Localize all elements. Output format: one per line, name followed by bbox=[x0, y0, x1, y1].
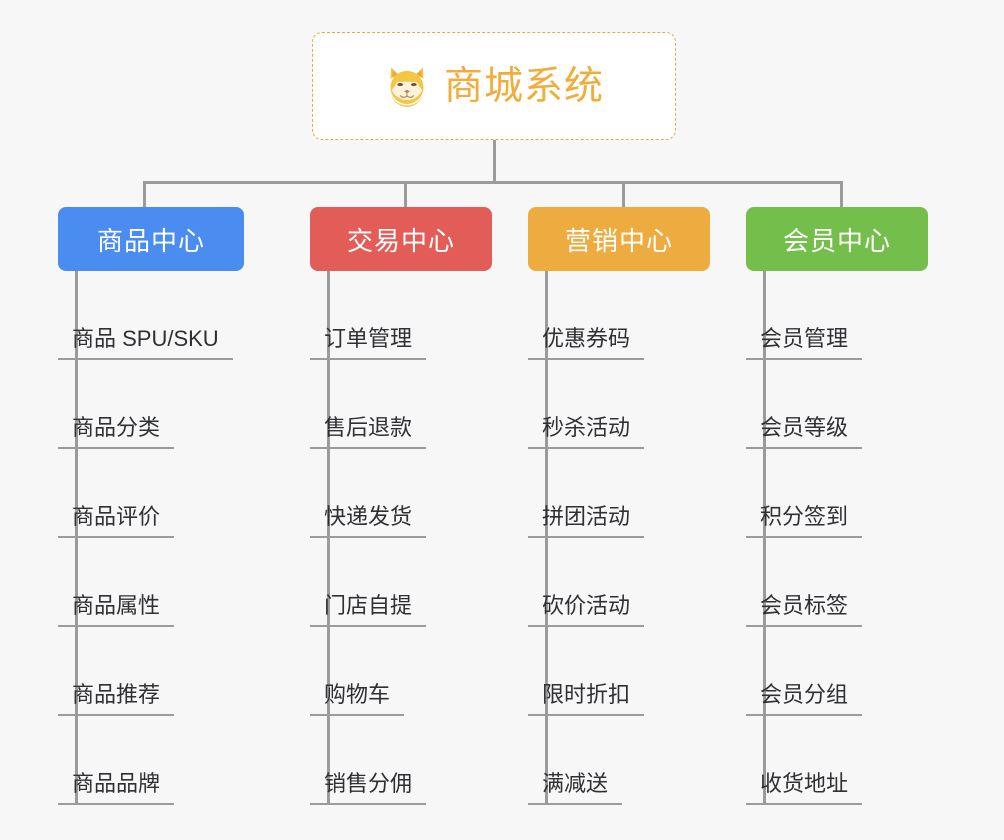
leaf-item-label: 会员管理 bbox=[746, 326, 863, 360]
leaf-item[interactable]: 收货地址 bbox=[746, 716, 928, 805]
category-column-3: 营销中心优惠券码秒杀活动拼团活动砍价活动限时折扣满减送 bbox=[528, 207, 710, 805]
leaf-item-label: 商品 SPU/SKU bbox=[58, 326, 233, 360]
leaf-item[interactable]: 商品属性 bbox=[58, 538, 244, 627]
leaf-item[interactable]: 售后退款 bbox=[310, 360, 492, 449]
leaf-item[interactable]: 商品推荐 bbox=[58, 627, 244, 716]
leaf-item[interactable]: 门店自提 bbox=[310, 538, 492, 627]
leaf-list-4: 会员管理会员等级积分签到会员标签会员分组收货地址 bbox=[746, 271, 928, 805]
leaf-item[interactable]: 商品评价 bbox=[58, 449, 244, 538]
connector-drop-4 bbox=[840, 181, 843, 208]
category-column-1: 商品中心商品 SPU/SKU 商品分类商品评价商品属性商品推荐商品品牌 bbox=[58, 207, 244, 805]
leaf-item-label: 秒杀活动 bbox=[528, 415, 645, 449]
leaf-item-label: 商品品牌 bbox=[58, 771, 175, 805]
leaf-item-label: 满减送 bbox=[528, 771, 623, 805]
leaf-item[interactable]: 砍价活动 bbox=[528, 538, 710, 627]
leaf-item[interactable]: 快递发货 bbox=[310, 449, 492, 538]
leaf-list-3: 优惠券码秒杀活动拼团活动砍价活动限时折扣满减送 bbox=[528, 271, 710, 805]
leaf-item[interactable]: 会员标签 bbox=[746, 538, 928, 627]
leaf-item-label: 会员标签 bbox=[746, 593, 863, 627]
leaf-item-label: 商品推荐 bbox=[58, 682, 175, 716]
leaf-item-label: 收货地址 bbox=[746, 771, 863, 805]
category-trunk-2 bbox=[327, 271, 330, 805]
category-trunk-3 bbox=[545, 271, 548, 805]
leaf-item-label: 销售分佣 bbox=[310, 771, 427, 805]
connector-drop-2 bbox=[404, 181, 407, 208]
category-header-3[interactable]: 营销中心 bbox=[528, 207, 710, 271]
root-title: 商城系统 bbox=[443, 64, 604, 108]
leaf-item-label: 购物车 bbox=[310, 682, 405, 716]
leaf-item-label: 商品评价 bbox=[58, 504, 175, 538]
leaf-item[interactable]: 商品品牌 bbox=[58, 716, 244, 805]
category-header-label: 营销中心 bbox=[564, 225, 673, 256]
root-node-mall-system[interactable]: 商城系统 bbox=[312, 32, 676, 140]
leaf-item[interactable]: 会员管理 bbox=[746, 271, 928, 360]
leaf-item[interactable]: 拼团活动 bbox=[528, 449, 710, 538]
category-column-4: 会员中心会员管理会员等级积分签到会员标签会员分组收货地址 bbox=[746, 207, 928, 805]
connector-drop-1 bbox=[143, 181, 146, 208]
leaf-item[interactable]: 订单管理 bbox=[310, 271, 492, 360]
leaf-item-label: 砍价活动 bbox=[528, 593, 645, 627]
category-header-2[interactable]: 交易中心 bbox=[310, 207, 492, 271]
leaf-item-label: 会员等级 bbox=[746, 415, 863, 449]
leaf-item[interactable]: 秒杀活动 bbox=[528, 360, 710, 449]
leaf-item[interactable]: 优惠券码 bbox=[528, 271, 710, 360]
category-header-label: 交易中心 bbox=[346, 225, 455, 256]
leaf-item-label: 订单管理 bbox=[310, 326, 427, 360]
leaf-list-1: 商品 SPU/SKU 商品分类商品评价商品属性商品推荐商品品牌 bbox=[58, 271, 244, 805]
shiba-inu-dog-face-icon bbox=[390, 67, 424, 107]
leaf-item[interactable]: 限时折扣 bbox=[528, 627, 710, 716]
leaf-item-label: 商品分类 bbox=[58, 415, 175, 449]
leaf-item-label: 优惠券码 bbox=[528, 326, 645, 360]
category-header-4[interactable]: 会员中心 bbox=[746, 207, 928, 271]
leaf-item[interactable]: 会员分组 bbox=[746, 627, 928, 716]
category-trunk-4 bbox=[763, 271, 766, 805]
leaf-item-label: 商品属性 bbox=[58, 593, 175, 627]
category-column-2: 交易中心订单管理售后退款快递发货门店自提购物车销售分佣 bbox=[310, 207, 492, 805]
leaf-item-label: 拼团活动 bbox=[528, 504, 645, 538]
leaf-item[interactable]: 购物车 bbox=[310, 627, 492, 716]
category-header-label: 商品中心 bbox=[96, 225, 205, 256]
leaf-item[interactable]: 满减送 bbox=[528, 716, 710, 805]
leaf-item-label: 积分签到 bbox=[746, 504, 863, 538]
leaf-item-label: 快递发货 bbox=[310, 504, 427, 538]
leaf-item[interactable]: 积分签到 bbox=[746, 449, 928, 538]
leaf-item[interactable]: 会员等级 bbox=[746, 360, 928, 449]
leaf-item-label: 门店自提 bbox=[310, 593, 427, 627]
connector-horizontal-bus bbox=[143, 181, 843, 184]
category-trunk-1 bbox=[75, 271, 78, 805]
leaf-item[interactable]: 商品 SPU/SKU bbox=[58, 271, 244, 360]
category-header-label: 会员中心 bbox=[782, 225, 891, 256]
connector-root-stem bbox=[493, 140, 496, 183]
leaf-item-label: 会员分组 bbox=[746, 682, 863, 716]
leaf-item-label: 限时折扣 bbox=[528, 682, 645, 716]
connector-drop-3 bbox=[622, 181, 625, 208]
leaf-item[interactable]: 商品分类 bbox=[58, 360, 244, 449]
leaf-item-label: 售后退款 bbox=[310, 415, 427, 449]
leaf-item[interactable]: 销售分佣 bbox=[310, 716, 492, 805]
leaf-list-2: 订单管理售后退款快递发货门店自提购物车销售分佣 bbox=[310, 271, 492, 805]
category-header-1[interactable]: 商品中心 bbox=[58, 207, 244, 271]
